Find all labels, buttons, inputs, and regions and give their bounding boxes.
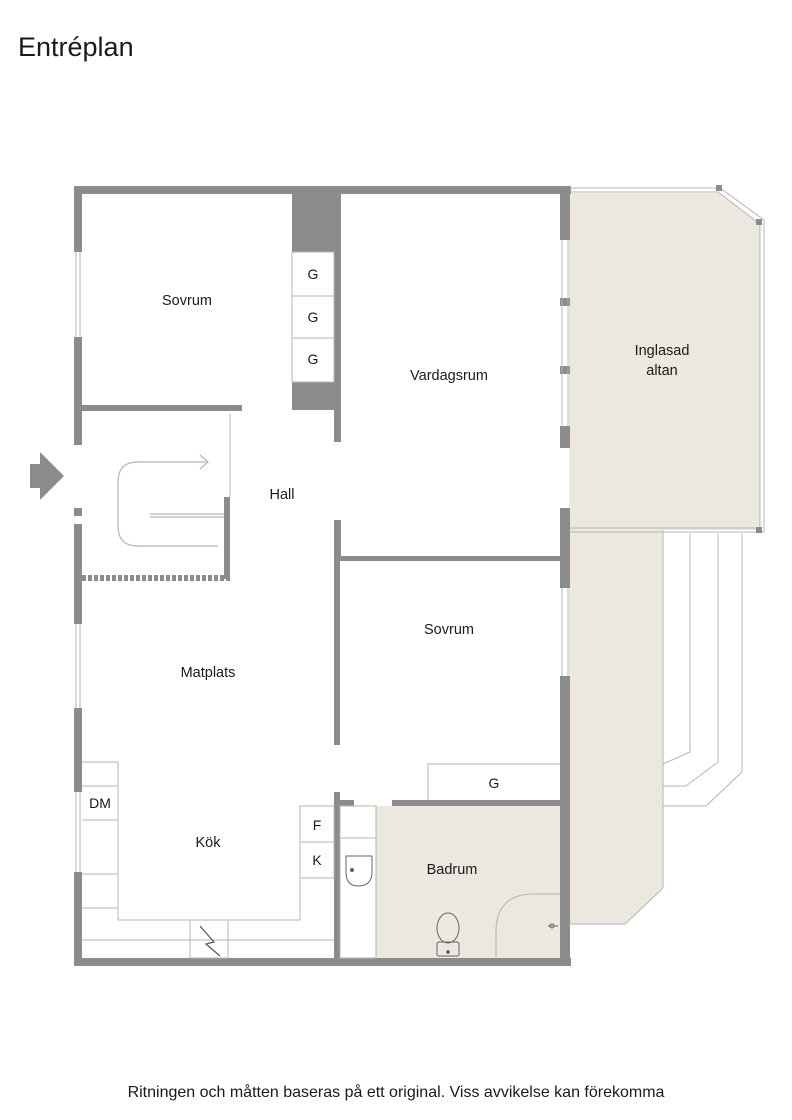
toilet-icon (436, 912, 460, 957)
disclaimer-note: Ritningen och måtten baseras på ett orig… (127, 1084, 665, 1101)
stairs-arrow-icon (117, 454, 224, 547)
wardrobe-label-1: G (308, 266, 319, 282)
shower-drain-icon (548, 923, 558, 929)
room-label-altan-line2: altan (646, 363, 677, 379)
walkway-floor (569, 530, 663, 924)
badrum-floor (376, 806, 560, 958)
freezer-label: F (313, 817, 322, 833)
room-label-vardagsrum: Vardagsrum (410, 368, 488, 384)
room-label-altan-line1: Inglasad (635, 343, 690, 359)
room-label-matplats: Matplats (181, 665, 236, 681)
room-label-sovrum-top: Sovrum (162, 293, 212, 309)
sink-icon (345, 855, 373, 887)
dishwasher-label: DM (89, 795, 111, 811)
fridge-label: K (312, 852, 322, 868)
page-title: Entréplan (18, 32, 134, 62)
room-label-hall: Hall (270, 487, 295, 503)
room-label-sovrum-mid: Sovrum (424, 622, 474, 638)
wardrobe-label-3: G (308, 351, 319, 367)
room-label-kok: Kök (196, 835, 222, 851)
floor-plan: Sovrum Vardagsrum Inglasad altan Hall So… (30, 185, 765, 966)
room-label-badrum: Badrum (427, 862, 478, 878)
walls (74, 186, 571, 966)
entrance-arrow-icon (30, 452, 64, 500)
altan-floor (569, 193, 760, 530)
stove-icon (199, 925, 221, 957)
wardrobe-label-2: G (308, 309, 319, 325)
outdoor-steps (569, 530, 743, 925)
windows (75, 240, 569, 872)
wardrobe-label-bottom: G (489, 775, 500, 791)
fixtures-lines (82, 251, 560, 959)
